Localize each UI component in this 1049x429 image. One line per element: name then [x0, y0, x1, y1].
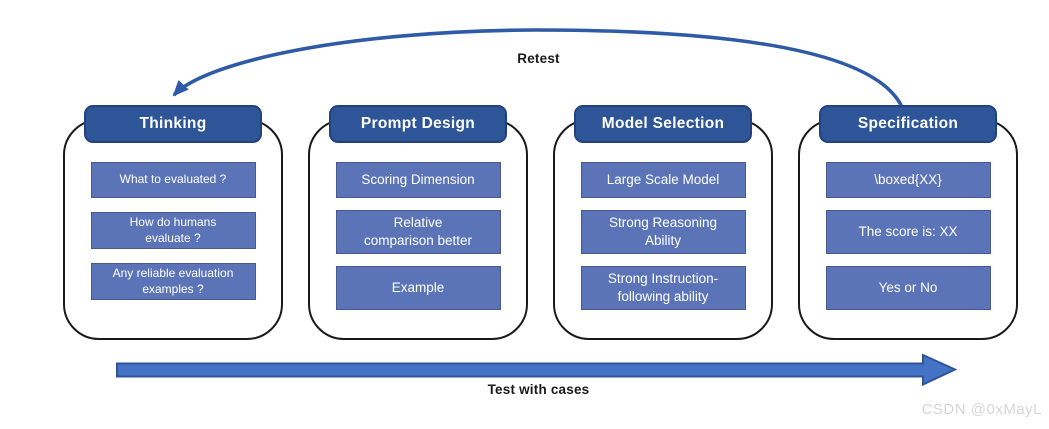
retest-label: Retest [517, 51, 560, 66]
item-box: Yes or No [825, 266, 991, 310]
item-box: Strong Reasoning Ability [580, 210, 746, 254]
stage-header-model-selection: Model Selection [574, 105, 752, 143]
item-box: Large Scale Model [580, 162, 746, 198]
item-box: Relative comparison better [335, 210, 501, 254]
item-box: What to evaluated ? [90, 162, 256, 198]
stage-card-thinking: Thinking What to evaluated ? How do huma… [63, 105, 283, 340]
item-box: Scoring Dimension [335, 162, 501, 198]
stage-items: Scoring Dimension Relative comparison be… [310, 162, 526, 310]
item-box: \boxed{XX} [825, 162, 991, 198]
stage-card-model-selection: Model Selection Large Scale Model Strong… [553, 105, 773, 340]
stage-header-specification: Specification [819, 105, 997, 143]
retest-arc-arrow [172, 28, 904, 108]
test-with-cases-arrow [116, 353, 958, 387]
stage-items: Large Scale Model Strong Reasoning Abili… [555, 162, 771, 310]
item-box: Any reliable evaluation examples ? [90, 263, 256, 301]
stage-header-prompt-design: Prompt Design [329, 105, 507, 143]
stage-card-specification: Specification \boxed{XX} The score is: X… [798, 105, 1018, 340]
stage-items: What to evaluated ? How do humans evalua… [65, 162, 281, 301]
stage-header-thinking: Thinking [84, 105, 262, 143]
stage-items: \boxed{XX} The score is: XX Yes or No [800, 162, 1016, 310]
item-box: The score is: XX [825, 210, 991, 254]
item-box: How do humans evaluate ? [90, 212, 256, 250]
item-box: Example [335, 266, 501, 310]
item-box: Strong Instruction- following ability [580, 266, 746, 310]
test-with-cases-label: Test with cases [487, 382, 590, 397]
csdn-watermark: CSDN @0xMayL [921, 401, 1042, 418]
stage-card-prompt-design: Prompt Design Scoring Dimension Relative… [308, 105, 528, 340]
